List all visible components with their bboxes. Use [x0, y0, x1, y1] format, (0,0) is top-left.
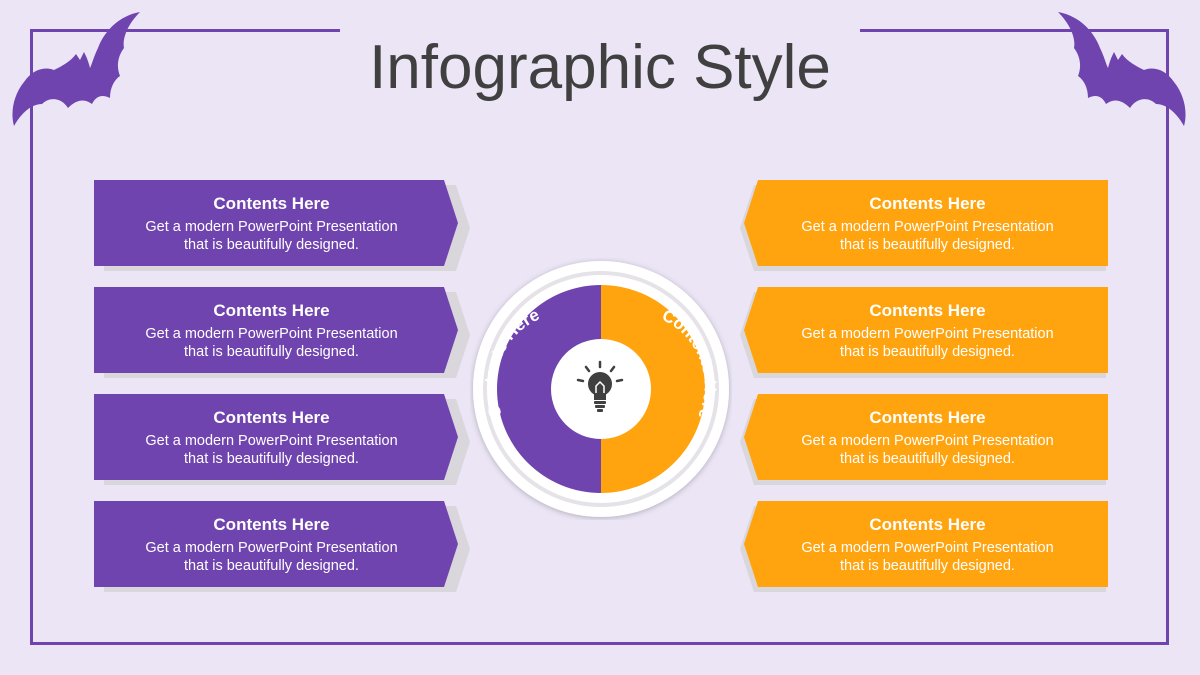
- center-half-right: [601, 285, 705, 493]
- card-title: Contents Here: [869, 300, 986, 320]
- content-card-right-4: Contents Here Get a modern PowerPoint Pr…: [740, 501, 1120, 592]
- lightbulb-icon: [576, 360, 624, 412]
- content-card-right-2: Contents Here Get a modern PowerPoint Pr…: [740, 287, 1120, 378]
- card-title: Contents Here: [869, 193, 986, 213]
- content-card-right-3: Contents Here Get a modern PowerPoint Pr…: [740, 394, 1120, 485]
- card-title: Contents Here: [869, 407, 986, 427]
- card-text: Get a modern PowerPoint Presentation: [145, 218, 398, 235]
- card-text: that is beautifully designed.: [840, 557, 1015, 574]
- content-card-left-4: Contents Here Get a modern PowerPoint Pr…: [94, 501, 474, 592]
- card-title: Contents Here: [869, 514, 986, 534]
- content-card-left-2: Contents Here Get a modern PowerPoint Pr…: [94, 287, 474, 378]
- slide-title: Infographic Style: [369, 33, 831, 102]
- card-text: that is beautifully designed.: [840, 343, 1015, 360]
- card-text: that is beautifully designed.: [184, 343, 359, 360]
- content-card-left-3: Contents Here Get a modern PowerPoint Pr…: [94, 394, 474, 485]
- card-text: Get a modern PowerPoint Presentation: [145, 325, 398, 342]
- card-text: Get a modern PowerPoint Presentation: [801, 218, 1054, 235]
- card-title: Contents Here: [213, 193, 330, 213]
- card-text: that is beautifully designed.: [840, 450, 1015, 467]
- center-half-left: [497, 285, 601, 493]
- card-text: Get a modern PowerPoint Presentation: [801, 539, 1054, 556]
- bat-icon: [12, 12, 140, 126]
- bat-icon: [1058, 12, 1186, 126]
- card-title: Contents Here: [213, 300, 330, 320]
- card-title: Contents Here: [213, 514, 330, 534]
- card-text: Get a modern PowerPoint Presentation: [801, 432, 1054, 449]
- card-text: Get a modern PowerPoint Presentation: [145, 432, 398, 449]
- card-text: that is beautifully designed.: [184, 236, 359, 253]
- content-card-left-1: Contents Here Get a modern PowerPoint Pr…: [94, 180, 474, 271]
- card-text: that is beautifully designed.: [840, 236, 1015, 253]
- card-text: Get a modern PowerPoint Presentation: [145, 539, 398, 556]
- card-text: Get a modern PowerPoint Presentation: [801, 325, 1054, 342]
- card-text: that is beautifully designed.: [184, 450, 359, 467]
- center-ring: Contents Here Contents Here: [473, 261, 729, 517]
- card-title: Contents Here: [213, 407, 330, 427]
- content-card-right-1: Contents Here Get a modern PowerPoint Pr…: [740, 180, 1120, 271]
- card-text: that is beautifully designed.: [184, 557, 359, 574]
